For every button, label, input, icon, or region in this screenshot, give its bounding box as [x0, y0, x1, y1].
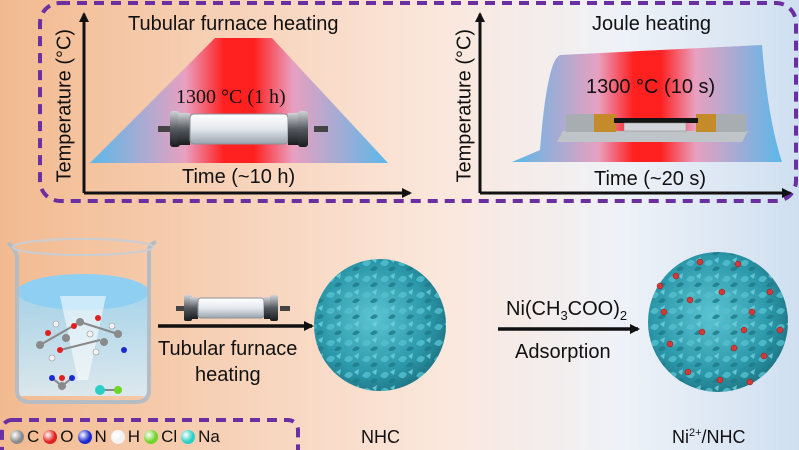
reagent-part-2: COO): [567, 298, 620, 320]
ni-symbol: Ni: [672, 427, 689, 447]
joule-heating-panel: [475, 12, 792, 198]
legend-item-h: H: [110, 427, 141, 447]
atom-cl-icon: [144, 430, 159, 444]
nickel-ions: [656, 258, 784, 386]
legend-label: N: [94, 427, 107, 446]
joule-title: Joule heating: [592, 13, 711, 35]
joule-condition: 1300 °C (10 s): [586, 76, 716, 98]
nhc-suffix: /NHC: [701, 427, 746, 447]
nhc-sphere: [314, 259, 446, 391]
ni-nhc-sphere: [648, 252, 788, 392]
legend-label: Cl: [161, 427, 178, 446]
small-tube-furnace-icon: [176, 295, 290, 321]
legend-label: H: [127, 427, 141, 446]
atom-n-icon: [77, 430, 92, 444]
product-ni-nhc-label: Ni2+/NHC: [672, 427, 746, 448]
tubular-condition: 1300 °C (1 h): [176, 86, 286, 108]
legend-label: O: [60, 427, 74, 446]
atom-na-icon: [181, 430, 196, 444]
beaker-icon: [6, 238, 157, 404]
step2-label: Adsorption: [515, 341, 611, 363]
reagent-subscript-2: 2: [619, 308, 628, 323]
atom-h-icon: [110, 430, 125, 444]
tube-furnace-icon: [158, 111, 328, 147]
legend-label: C: [27, 427, 40, 446]
step1-label-line2: heating: [195, 364, 261, 386]
tubular-title: Tubular furnace heating: [128, 13, 339, 35]
legend-item-na: Na: [181, 427, 220, 447]
joule-device-icon: [557, 114, 748, 142]
atom-o-icon: [43, 430, 58, 444]
atom-c-icon: [10, 430, 24, 444]
joule-x-axis-label: Time (~20 s): [594, 168, 707, 190]
legend-item-cl: Cl: [144, 427, 177, 447]
reagent-subscript-1: 3: [560, 308, 568, 323]
atom-legend: C O N H Cl Na: [10, 427, 224, 449]
product-nhc-label: NHC: [361, 427, 400, 447]
step2-reagent-label: Ni(CH3COO)2: [506, 298, 627, 323]
ni-charge: 2+: [689, 427, 702, 439]
tubular-x-axis-label: Time (~10 h): [182, 166, 296, 188]
molecule-cluster: [36, 315, 127, 395]
legend-label: Na: [198, 427, 220, 446]
tubular-y-axis-label: Temperature (°C): [53, 28, 76, 183]
joule-y-axis-label: Temperature (°C): [453, 28, 476, 183]
legend-item-n: N: [77, 427, 107, 447]
step1-label-line1: Tubular furnace: [158, 338, 298, 360]
legend-item-c: C: [10, 427, 39, 447]
reagent-part-1: Ni(CH: [506, 298, 561, 320]
dashed-frame-top: [38, 1, 798, 203]
tubular-furnace-panel: [79, 12, 412, 198]
legend-item-o: O: [43, 427, 74, 447]
legend-box: [0, 418, 300, 450]
